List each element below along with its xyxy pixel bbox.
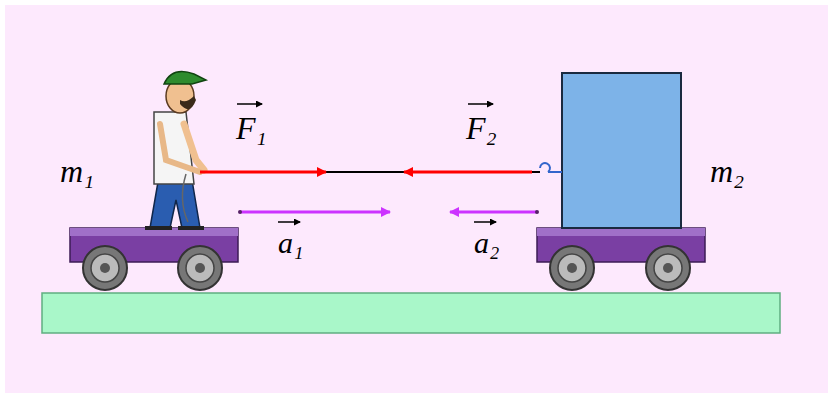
vector-overarrow <box>237 103 262 105</box>
quantity-label: a₁ <box>278 228 303 258</box>
background <box>5 5 828 393</box>
right-cart <box>537 228 705 290</box>
quantity-label: F₁ <box>236 112 267 144</box>
quantity-label: m₂ <box>710 155 744 187</box>
acceleration-arrow <box>450 211 537 214</box>
hook <box>540 163 550 172</box>
hook <box>548 171 562 173</box>
force-arrow <box>404 171 532 174</box>
force-arrow <box>200 171 326 174</box>
ground <box>42 293 780 333</box>
vector-overarrow <box>468 103 493 105</box>
left-cart <box>70 228 238 290</box>
man-figure <box>145 72 206 230</box>
quantity-label: a₂ <box>474 228 499 258</box>
acceleration-arrow <box>240 211 390 214</box>
quantity-label: m₁ <box>60 155 94 187</box>
quantity-label: F₂ <box>466 112 497 144</box>
vector-overarrow <box>278 221 300 223</box>
box-load <box>562 73 681 228</box>
rope <box>200 171 540 173</box>
vector-overarrow <box>474 221 496 223</box>
